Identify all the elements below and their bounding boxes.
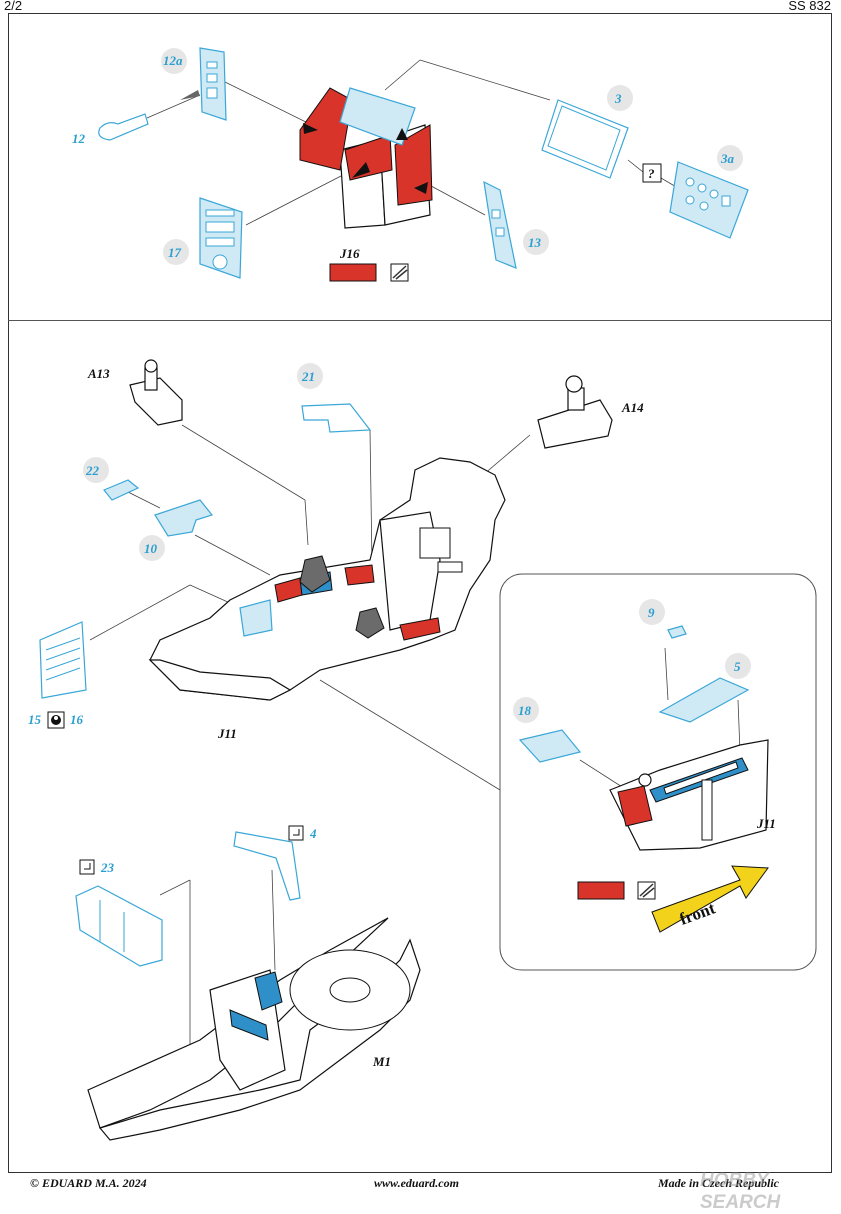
part-number-15: 15 xyxy=(28,712,42,727)
set-code: SS 832 xyxy=(788,0,831,13)
part-number-12: 12 xyxy=(72,131,86,146)
leader-line xyxy=(737,699,741,753)
part-13-panel xyxy=(483,180,517,269)
ref-j11: J11 xyxy=(217,726,237,741)
part-a14-throttle xyxy=(537,375,613,449)
section-divider xyxy=(8,320,832,321)
part-number-3: 3 xyxy=(614,91,622,106)
part-number-5: 5 xyxy=(734,659,741,674)
part-number-22: 22 xyxy=(85,463,100,478)
part-15-16-plate xyxy=(39,621,87,699)
part-12a-panel xyxy=(180,47,227,121)
part-3a-panel xyxy=(669,161,749,239)
question-box xyxy=(642,163,662,183)
part-number-9: 9 xyxy=(648,605,655,620)
cockpit-tub-j11 xyxy=(148,457,506,701)
part-marker xyxy=(607,85,633,111)
part-marker xyxy=(639,599,665,625)
sheet-frame xyxy=(8,13,832,1173)
part-marker xyxy=(513,697,539,723)
part-23 xyxy=(75,885,163,967)
part-marker xyxy=(297,363,323,389)
part-3-frame xyxy=(541,99,629,179)
leader-line xyxy=(304,499,309,546)
leader-line xyxy=(319,679,501,791)
part-21 xyxy=(301,403,372,433)
leader-line xyxy=(89,584,191,641)
part-marker xyxy=(725,653,751,679)
part-4 xyxy=(233,831,301,901)
part-22 xyxy=(103,479,140,501)
leader-line xyxy=(146,94,201,119)
website-text: www.eduard.com xyxy=(374,1176,459,1190)
made-in-text: Made in Czech Republic xyxy=(658,1176,780,1190)
leader-line xyxy=(419,59,551,101)
part-number-18: 18 xyxy=(518,703,532,718)
part-number-10: 10 xyxy=(144,541,158,556)
part-number-17: 17 xyxy=(168,245,182,260)
part-marker xyxy=(523,229,549,255)
paint-swatch-red xyxy=(329,263,377,282)
leader-line xyxy=(181,424,306,501)
part-18 xyxy=(518,729,582,763)
part-marker xyxy=(139,535,165,561)
page-header: 2/2 SS 832 xyxy=(0,0,841,14)
part-number-13: 13 xyxy=(528,235,542,250)
top-section: 12a 12 J16 3 ? 3a xyxy=(72,47,749,282)
front-arrow xyxy=(651,865,769,933)
detail-inset: 9 5 18 J11 front xyxy=(499,573,817,971)
part-number-16: 16 xyxy=(70,712,84,727)
detail-box xyxy=(499,573,817,971)
bottom-section: 4 23 M1 xyxy=(75,825,421,1141)
leader-line xyxy=(664,647,669,701)
leader-line xyxy=(194,534,271,576)
part-number-23: 23 xyxy=(100,860,115,875)
part-12 xyxy=(98,113,149,141)
part-marker xyxy=(83,457,109,483)
part-number-3a: 3a xyxy=(720,151,735,166)
bend-icon xyxy=(288,825,304,841)
copyright-text: © EDUARD M.A. 2024 xyxy=(30,1176,147,1190)
question-mark: ? xyxy=(648,166,655,181)
part-5 xyxy=(658,677,750,723)
part-marker xyxy=(163,239,189,265)
fuselage-m1 xyxy=(87,917,421,1141)
page-footer: © EDUARD M.A. 2024 www.eduard.com Made i… xyxy=(0,1170,841,1213)
leader-line xyxy=(369,429,373,566)
main-section: A13 21 A14 22 10 xyxy=(28,359,644,791)
ref-a13: A13 xyxy=(87,366,110,381)
leader-line xyxy=(271,869,276,971)
leader-line xyxy=(384,59,421,91)
ref-j16: J16 xyxy=(339,246,360,261)
watermark-text: HOBBY SEARCH xyxy=(700,1170,781,1213)
part-number-12a: 12a xyxy=(163,53,183,68)
seat-assembly-j16 xyxy=(299,87,433,229)
leader-line xyxy=(127,491,161,509)
ref-detail-j11: J11 xyxy=(756,816,776,831)
part-number-21: 21 xyxy=(301,369,315,384)
part-9 xyxy=(667,625,687,639)
ref-m1: M1 xyxy=(372,1054,391,1069)
leader-line xyxy=(159,879,191,896)
part-marker xyxy=(717,145,743,171)
ref-a14: A14 xyxy=(621,400,644,415)
part-10 xyxy=(154,499,214,537)
detail-cockpit-j11 xyxy=(609,739,769,851)
leader-line xyxy=(627,159,644,173)
bend-icon xyxy=(79,859,95,875)
paint-swatch-red xyxy=(577,881,625,900)
part-number-4: 4 xyxy=(309,826,317,841)
part-a13-stick xyxy=(129,359,183,426)
page-number: 2/2 xyxy=(4,0,23,13)
part-marker xyxy=(161,48,187,74)
